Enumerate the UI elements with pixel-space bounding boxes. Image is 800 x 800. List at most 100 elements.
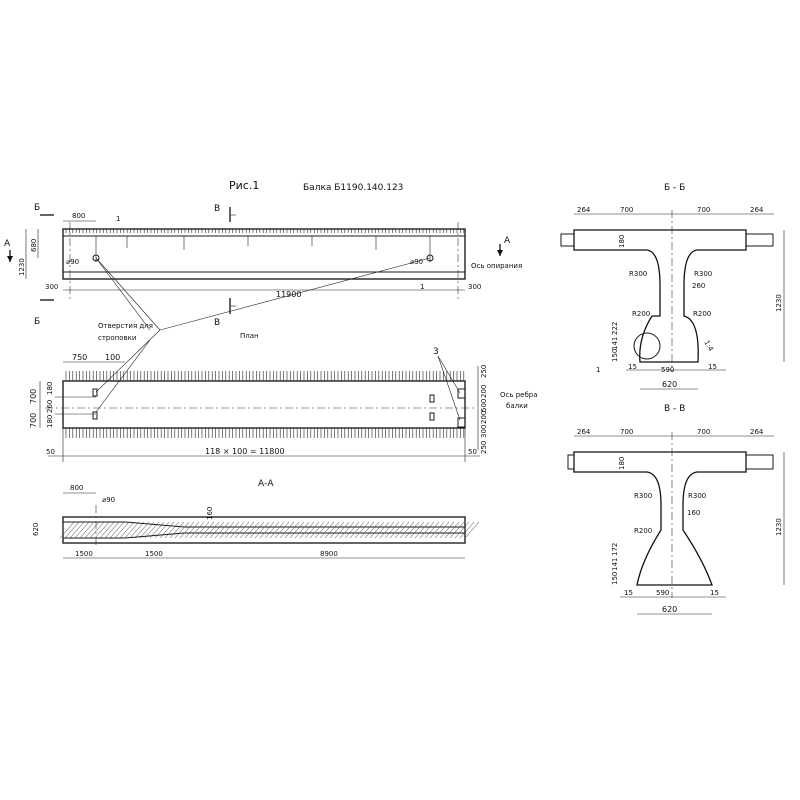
bb-dim-1230: 1230 — [775, 294, 783, 312]
hatch-line — [414, 521, 430, 539]
leader — [95, 339, 151, 413]
elevation-rebar-ticks — [65, 229, 465, 233]
bb-dim-620: 620 — [662, 380, 677, 389]
hatch-line — [274, 521, 290, 539]
figure-number: Рис.1 — [229, 179, 259, 192]
vv-dim-1230: 1230 — [775, 518, 783, 536]
plan-dimensions: 750 100 700 700 180 260 180 250 200 500 … — [29, 347, 538, 462]
cut-label-v-bottom: В — [214, 318, 220, 328]
bb-dim-264b: 264 — [750, 206, 764, 214]
vv-dim-264a: 264 — [577, 428, 591, 436]
hatch-line — [154, 521, 170, 539]
hatch-line — [59, 521, 75, 539]
hatch-line — [399, 521, 415, 539]
section-vv-left-stub — [567, 454, 575, 470]
dim-180-top: 180 — [46, 382, 54, 395]
plan-insert-bottom — [457, 417, 466, 428]
dim-50-left: 50 — [46, 448, 55, 456]
hatch-line — [464, 521, 480, 539]
rib-axis-label-2: балки — [506, 402, 528, 410]
hatch-line — [299, 521, 315, 539]
hatch-line — [419, 521, 435, 539]
beam-plan — [45, 371, 475, 438]
hatch-line — [99, 521, 115, 539]
hatch-line — [124, 521, 140, 539]
hatch-line — [289, 521, 305, 539]
aa-dim-90: ⌀90 — [102, 496, 115, 504]
hatch-line — [379, 521, 395, 539]
plan-hole-left-bottom — [92, 411, 98, 420]
hatch-line — [409, 521, 425, 539]
hatch-line — [89, 521, 105, 539]
hatch-line — [264, 521, 280, 539]
section-bb-detail-circle — [633, 332, 661, 360]
hatch-line — [69, 521, 85, 539]
hatch-line — [179, 521, 195, 539]
hatch-line — [94, 521, 110, 539]
vv-dim-15b: 15 — [710, 589, 719, 597]
vv-dim-620: 620 — [662, 605, 677, 614]
hatch-line — [364, 521, 380, 539]
dim-500: 500 — [480, 399, 488, 412]
mark-1-top: 1 — [116, 215, 120, 223]
dim-300: 300 — [480, 425, 488, 438]
cut-label-a-right: А — [504, 236, 511, 246]
cut-arrow-a-left — [7, 256, 13, 262]
hatch-line — [294, 521, 310, 539]
holes-text-line1: Отверстия для — [98, 322, 153, 330]
plan-hole-right-bottom — [429, 412, 435, 421]
vv-dim-172: 172 — [611, 543, 619, 556]
leader — [437, 355, 461, 394]
hatch-line — [314, 521, 330, 539]
leader — [437, 355, 461, 421]
hatch-line — [219, 521, 235, 539]
dim-300-right: 300 — [468, 283, 481, 291]
section-markers: Б Б В В А А — [4, 203, 511, 328]
beam-elevation — [62, 222, 466, 300]
vv-dim-264b: 264 — [750, 428, 764, 436]
hatch-line — [404, 521, 420, 539]
holes-text-line2: строповки — [98, 334, 136, 342]
section-aa-web — [62, 521, 466, 539]
hatch-line — [449, 521, 465, 539]
hatch-line — [359, 521, 375, 539]
hatch-line — [254, 521, 270, 539]
hatch-line — [249, 521, 265, 539]
dim-250-top: 250 — [480, 365, 488, 378]
mark-1-right: 1 — [420, 283, 424, 291]
dim-hole-left: ⌀90 — [66, 258, 79, 266]
hatch-line — [229, 521, 245, 539]
section-vv-title: В - В — [664, 404, 685, 414]
hatch-line — [284, 521, 300, 539]
vv-dim-700a: 700 — [620, 428, 633, 436]
vv-r300b: R300 — [688, 492, 706, 500]
aa-dim-160: 160 — [206, 507, 214, 520]
aa-dim-1500a: 1500 — [75, 550, 93, 558]
vv-dim-141: 141 — [611, 558, 619, 571]
hatch-line — [329, 521, 345, 539]
hatch-line — [434, 521, 450, 539]
aa-dim-800: 800 — [70, 484, 83, 492]
vv-dim-700b: 700 — [697, 428, 710, 436]
bb-dim-222: 222 — [611, 322, 619, 335]
hole-leaders: Отверстия для строповки План — [95, 257, 431, 413]
bb-r300b: R300 — [694, 270, 712, 278]
hatch-line — [259, 521, 275, 539]
hatch-line — [129, 521, 145, 539]
section-aa-hatch — [59, 521, 480, 539]
hatch-line — [214, 521, 230, 539]
hatch-line — [184, 521, 200, 539]
hatch-line — [344, 521, 360, 539]
elevation-outline — [62, 228, 466, 280]
hatch-line — [194, 521, 210, 539]
hatch-line — [159, 521, 175, 539]
hatch-line — [389, 521, 405, 539]
hatch-line — [324, 521, 340, 539]
section-bb-left-stub — [560, 233, 575, 247]
dim-180-bottom: 180 — [46, 415, 54, 428]
dim-750: 750 — [72, 353, 87, 362]
hatch-line — [199, 521, 215, 539]
hatch-line — [349, 521, 365, 539]
hatch-line — [79, 521, 95, 539]
